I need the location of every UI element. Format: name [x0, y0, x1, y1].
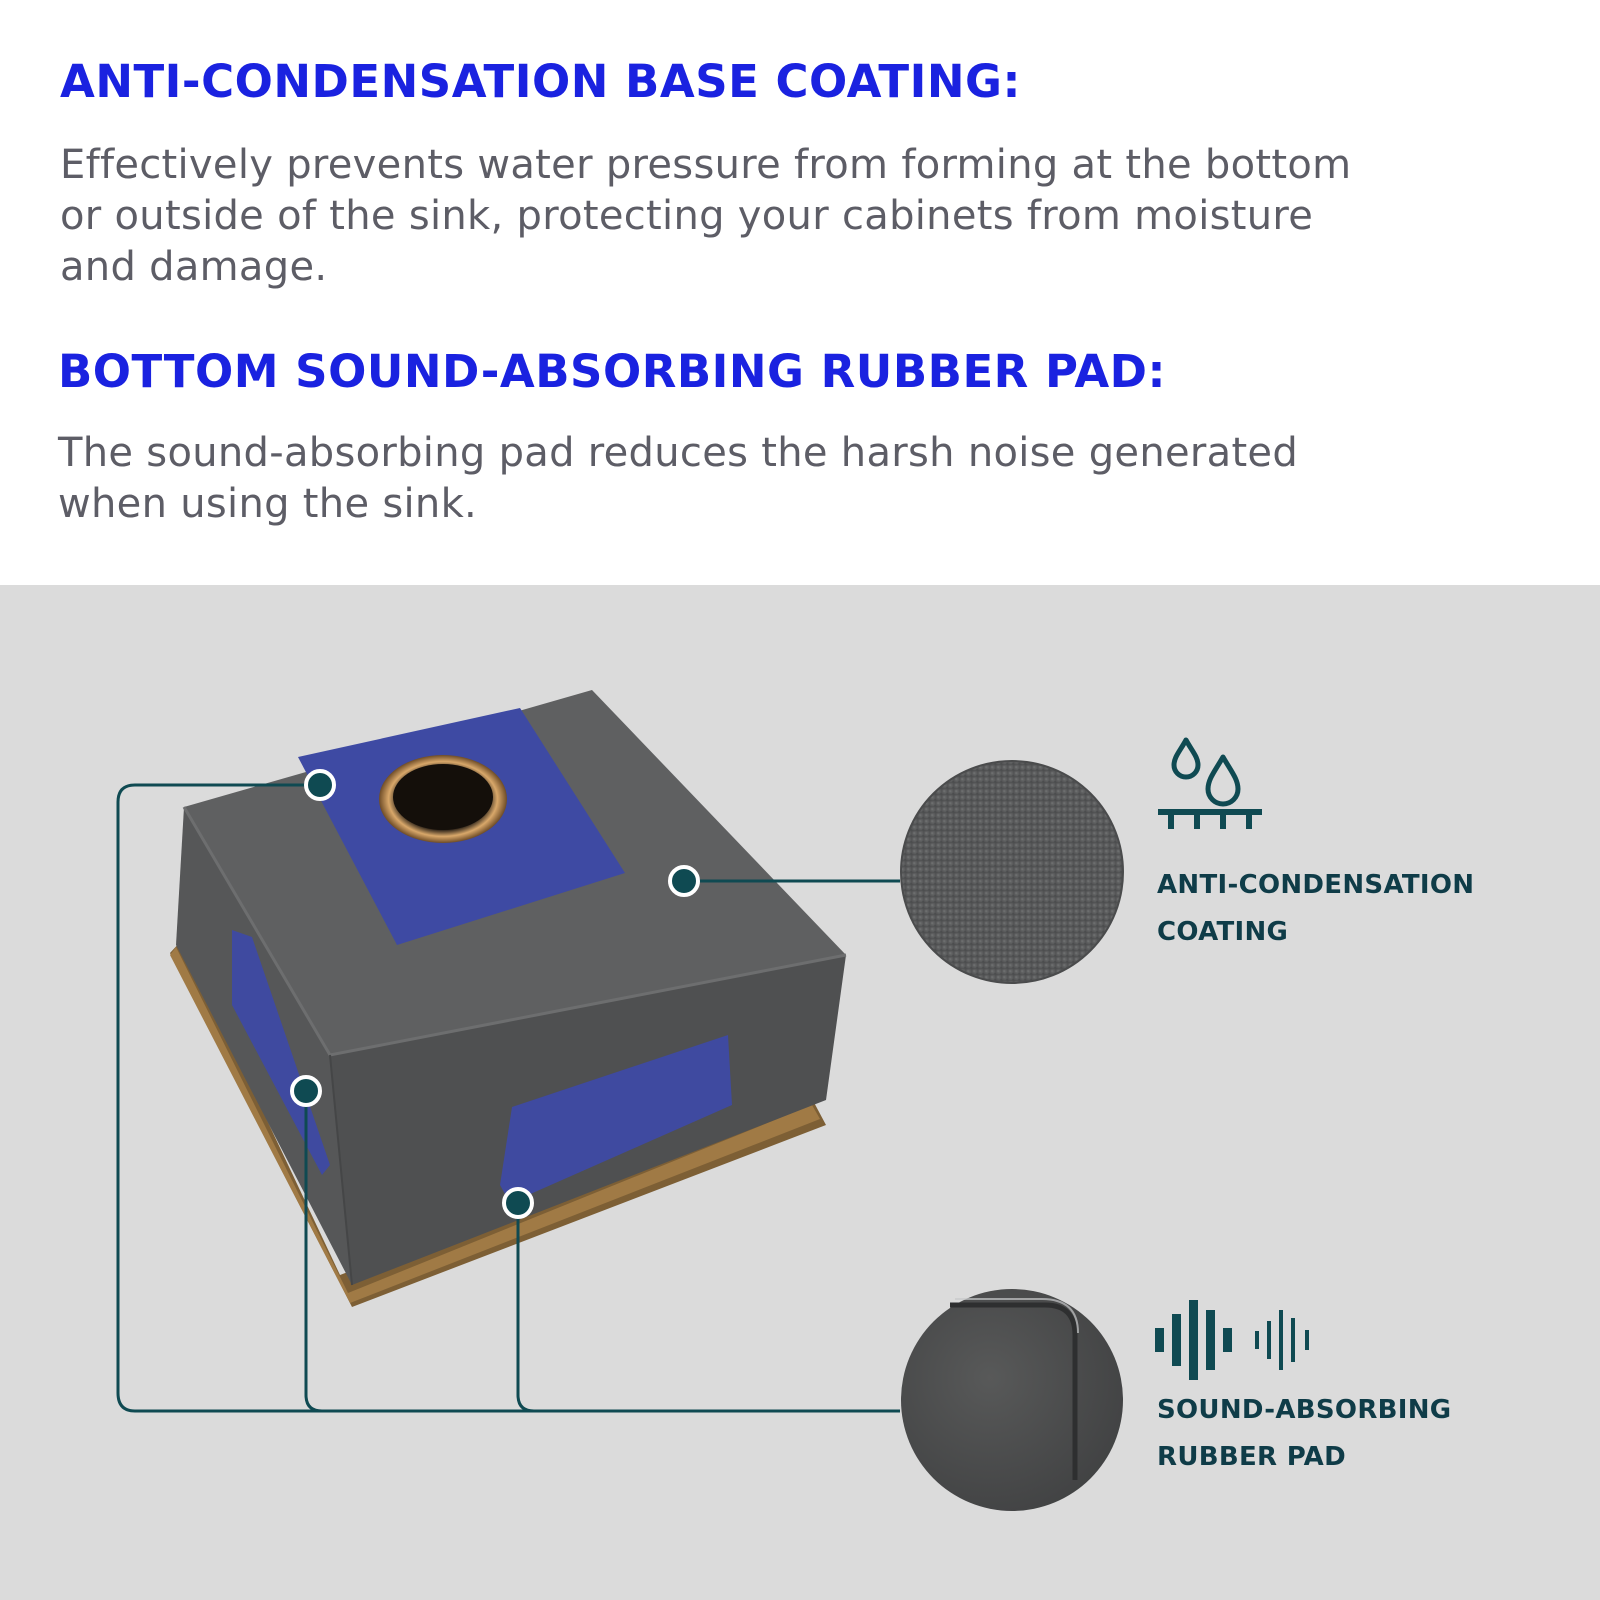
leader-lines: [116, 783, 900, 1413]
pad-label-line2: RUBBER PAD: [1157, 1442, 1346, 1472]
info-panel: ANTI-CONDENSATION BASE COATING: Effectiv…: [0, 0, 1600, 585]
product-illustration: ANTI-CONDENSATION COATING SOUND-ABSORBIN…: [0, 585, 1600, 1600]
callout-dots: [290, 769, 700, 1219]
coating-heading: ANTI-CONDENSATION BASE COATING:: [60, 55, 1021, 108]
sink-flange: [170, 940, 826, 1307]
drain-hole: [379, 755, 507, 843]
coating-description: Effectively prevents water pressure from…: [60, 142, 1352, 290]
sink-diagram: [116, 690, 1124, 1511]
pad-zoom-circle: [901, 1289, 1123, 1511]
callout-dot-front-pad: [502, 1187, 534, 1219]
callout-dot-top-pad: [304, 769, 336, 801]
pad-heading: BOTTOM SOUND-ABSORBING RUBBER PAD:: [58, 345, 1167, 398]
callout-dot-side-pad: [290, 1075, 322, 1107]
pad-description: The sound-absorbing pad reduces the hars…: [58, 430, 1299, 527]
coating-label-line2: COATING: [1157, 917, 1289, 947]
water-drops-on-surface-icon: [1158, 737, 1262, 829]
pad-label-line1: SOUND-ABSORBING: [1157, 1395, 1452, 1425]
sound-wave-icon: [1155, 1300, 1309, 1380]
callout-dot-coating: [668, 865, 700, 897]
coating-zoom-circle: [900, 760, 1124, 984]
coating-label-line1: ANTI-CONDENSATION: [1157, 870, 1475, 900]
